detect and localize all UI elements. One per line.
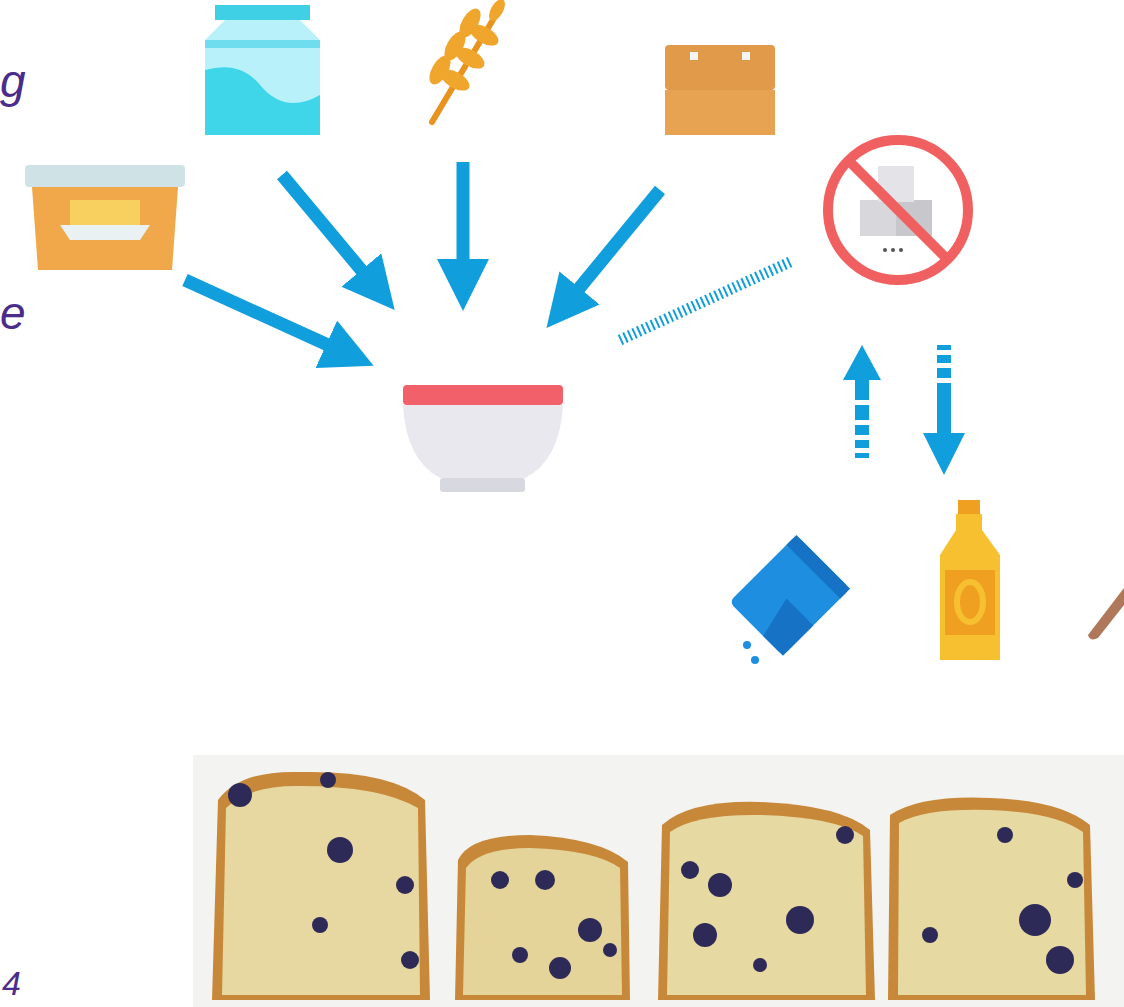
egg-carton-icon	[665, 45, 775, 135]
packet-icon	[729, 535, 850, 664]
no-sugar-icon	[828, 140, 968, 280]
wheat-icon	[425, 0, 508, 122]
bowl-icon	[403, 385, 563, 492]
slide-text-fragment: 4	[2, 966, 21, 1000]
slide-text-fragment: g	[0, 58, 26, 104]
swap-arrows	[843, 345, 965, 475]
milk-carton-icon	[205, 5, 320, 135]
oil-bottle-icon	[940, 500, 1000, 660]
muffin-photo	[193, 755, 1124, 1007]
hatched-link	[620, 262, 790, 340]
slide-text-fragment: e	[0, 290, 26, 336]
input-arrows	[185, 162, 660, 355]
spoon-icon	[1088, 588, 1124, 639]
butter-tub-icon	[25, 165, 185, 270]
